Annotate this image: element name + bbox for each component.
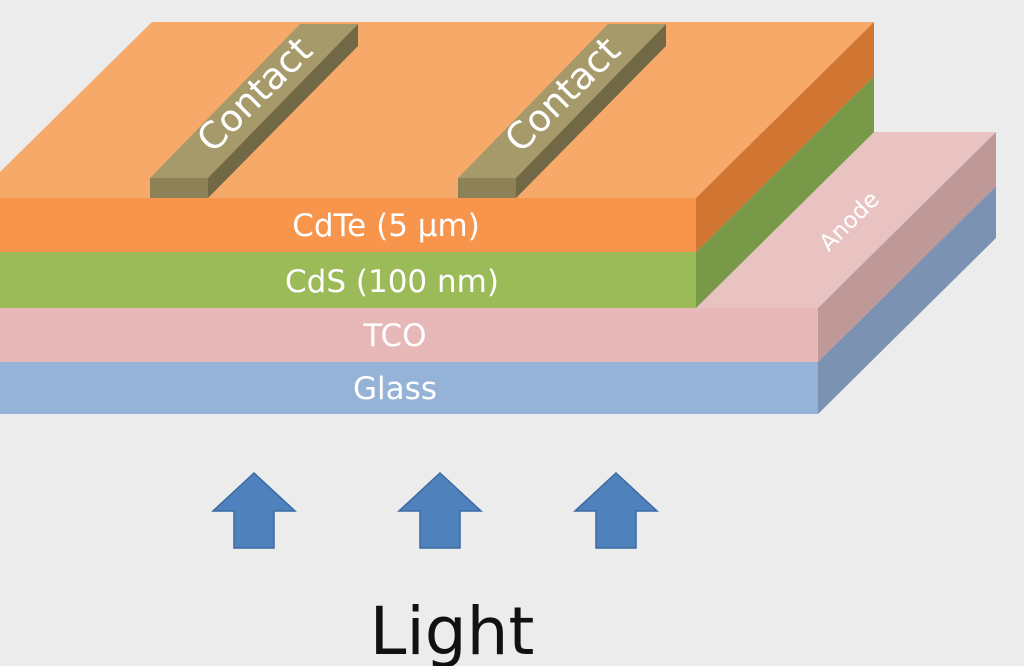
contact-strip-2 <box>458 24 666 198</box>
glass-layer <box>0 186 996 414</box>
light-arrow-3-icon <box>573 471 659 549</box>
light-arrow-1-icon <box>211 471 297 549</box>
cds-label: CdS (100 nm) <box>285 264 499 300</box>
light-label: Light <box>370 593 535 666</box>
cdte-front-face <box>0 198 696 252</box>
contact-2-top <box>458 24 666 178</box>
glass-label: Glass <box>353 371 437 407</box>
contact-1-top <box>150 24 358 178</box>
tco-side-face <box>818 132 996 362</box>
glass-front-face <box>0 362 818 414</box>
light-arrow-2-icon <box>397 471 483 549</box>
contact-2-side <box>516 24 666 198</box>
glass-side-face <box>818 186 996 414</box>
cds-layer <box>0 76 874 308</box>
contact-1-side <box>208 24 358 198</box>
contact-2-front <box>458 178 516 198</box>
light-arrows <box>211 471 659 549</box>
cds-front-face <box>0 252 696 308</box>
tco-label: TCO <box>362 318 426 354</box>
cds-side-face <box>696 76 874 308</box>
contact-1-front <box>150 178 208 198</box>
cdte-label: CdTe (5 μm) <box>292 208 480 244</box>
cdte-side-face <box>696 22 874 252</box>
contact-strip-1 <box>150 24 358 198</box>
tco-front-face <box>0 308 818 362</box>
